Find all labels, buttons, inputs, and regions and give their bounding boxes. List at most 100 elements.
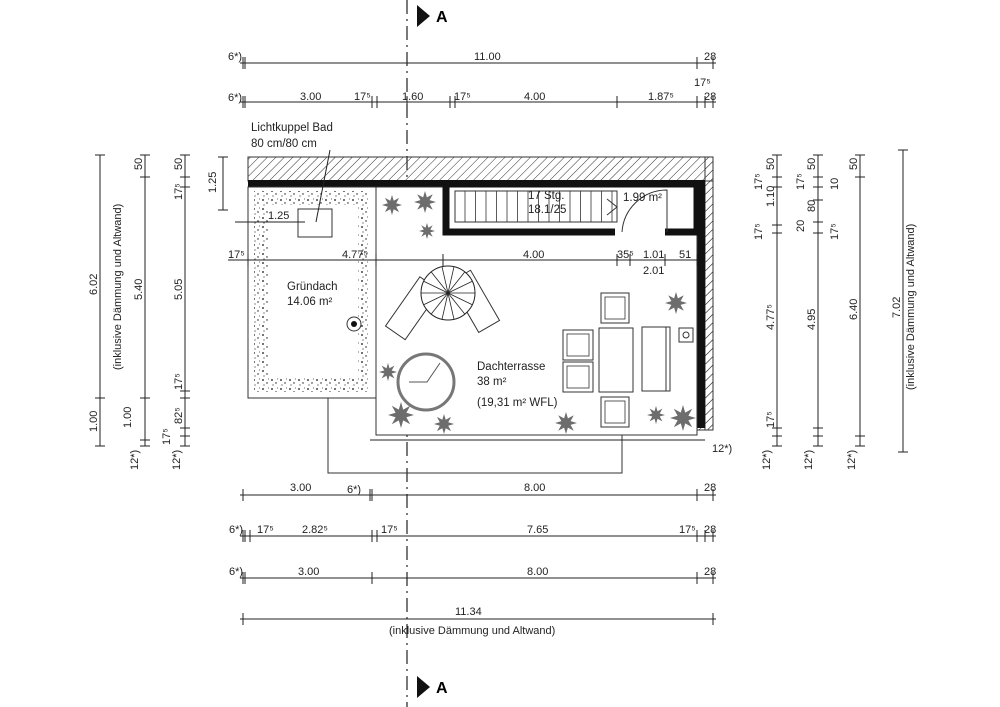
section-marker-top: A: [417, 5, 448, 27]
svg-text:17⁵: 17⁵: [829, 223, 841, 240]
svg-text:10: 10: [829, 178, 841, 190]
dining-table: [598, 327, 634, 393]
skylight: [297, 208, 333, 238]
stairs-ratio: 18.1/25: [528, 204, 566, 216]
svg-text:1.60: 1.60: [402, 91, 423, 103]
terrace-wfl: (19,31 m² WFL): [477, 397, 558, 409]
chair: [600, 396, 630, 428]
wall-hatch-top: [247, 156, 714, 182]
svg-text:3.00: 3.00: [300, 91, 321, 103]
left-dimensions: 6.02 (inklusive Dämmung und Altwand) 1.0…: [88, 155, 186, 470]
wall-black-right: [697, 180, 705, 428]
svg-text:12*): 12*): [761, 450, 773, 470]
svg-text:3.00: 3.00: [298, 566, 319, 578]
svg-text:1.00: 1.00: [122, 407, 134, 428]
bottom-dimensions: 3.00 6*) 8.00 28 6*) 17⁵ 2.82⁵ 17⁵ 7.65 …: [229, 443, 732, 637]
section-arrow-icon: [417, 5, 430, 27]
svg-text:12*): 12*): [803, 450, 815, 470]
svg-text:2.01: 2.01: [643, 265, 664, 277]
chair: [562, 329, 594, 361]
stair-area: 1.99 m²: [623, 192, 662, 204]
svg-text:17⁵: 17⁵: [795, 173, 807, 190]
svg-text:(inklusive Dämmung und Altwand: (inklusive Dämmung und Altwand): [389, 625, 555, 637]
plant-icon: [555, 412, 577, 434]
svg-text:12*): 12*): [129, 450, 141, 470]
svg-text:6*): 6*): [229, 524, 243, 536]
svg-text:50: 50: [806, 158, 818, 170]
round-table: [396, 352, 456, 412]
terrace-label: Dachterrasse: [477, 361, 545, 373]
svg-text:17⁵: 17⁵: [381, 524, 398, 536]
svg-text:6*): 6*): [228, 51, 242, 63]
svg-text:28: 28: [704, 566, 716, 578]
svg-text:20: 20: [795, 220, 807, 232]
svg-text:50: 50: [848, 158, 860, 170]
chair: [562, 361, 594, 393]
plant-icon: [382, 195, 402, 215]
svg-text:12*): 12*): [846, 450, 858, 470]
svg-text:50: 50: [765, 158, 777, 170]
svg-text:28: 28: [704, 51, 716, 63]
section-arrow-icon: [417, 676, 430, 698]
svg-text:1.87⁵: 1.87⁵: [648, 91, 674, 103]
svg-text:17⁵: 17⁵: [354, 91, 371, 103]
svg-text:4.95: 4.95: [806, 309, 818, 330]
svg-text:17⁵: 17⁵: [679, 524, 696, 536]
plant-icon: [647, 406, 665, 424]
svg-text:6.02: 6.02: [88, 274, 100, 295]
skylight-size: 80 cm/80 cm: [251, 138, 317, 150]
svg-text:1.10: 1.10: [765, 186, 777, 207]
svg-text:3.00: 3.00: [290, 482, 311, 494]
stair-enclosure: [442, 180, 701, 236]
svg-text:82⁵: 82⁵: [173, 407, 185, 424]
green-roof-area: 14.06 m²: [287, 296, 333, 308]
plant-icon: [388, 402, 414, 428]
svg-text:4.77⁵: 4.77⁵: [342, 249, 368, 261]
svg-text:17⁵: 17⁵: [454, 91, 471, 103]
svg-text:8.00: 8.00: [524, 482, 545, 494]
svg-text:(inklusive Dämmung und Altwand: (inklusive Dämmung und Altwand): [112, 204, 124, 370]
svg-text:17⁵: 17⁵: [753, 223, 765, 240]
section-marker-bottom: A: [417, 676, 448, 698]
svg-text:6.40: 6.40: [848, 299, 860, 320]
svg-text:4.00: 4.00: [523, 249, 544, 261]
svg-text:1.01: 1.01: [643, 249, 664, 261]
svg-text:1.25: 1.25: [268, 210, 289, 222]
svg-text:12*): 12*): [712, 443, 732, 455]
svg-text:4.00: 4.00: [524, 91, 545, 103]
svg-text:5.40: 5.40: [133, 279, 145, 300]
svg-text:17⁵: 17⁵: [173, 373, 185, 390]
svg-text:4.77⁵: 4.77⁵: [765, 304, 777, 330]
svg-text:50: 50: [173, 158, 185, 170]
plant-icon: [665, 292, 687, 314]
chair: [600, 292, 630, 324]
svg-text:17⁵: 17⁵: [753, 173, 765, 190]
section-label: A: [436, 9, 448, 26]
stair-direction-arrow-icon: [606, 198, 618, 216]
svg-text:17⁵: 17⁵: [257, 524, 274, 536]
svg-text:17⁵: 17⁵: [173, 183, 185, 200]
svg-text:8.00: 8.00: [527, 566, 548, 578]
roof-drain-icon: [346, 316, 362, 332]
svg-text:17⁵: 17⁵: [228, 249, 245, 261]
terrace-area: 38 m²: [477, 376, 507, 388]
outlet: [678, 327, 694, 343]
top-dimensions: 6*) 11.00 28 6*) 3.00 17⁵ 1.60 17⁵ 4.00 …: [228, 51, 716, 104]
green-roof-label: Gründach: [287, 281, 338, 293]
svg-text:17⁵: 17⁵: [765, 411, 777, 428]
svg-text:11.00: 11.00: [474, 51, 501, 63]
svg-text:17⁵: 17⁵: [694, 77, 711, 89]
svg-text:1.25: 1.25: [207, 172, 219, 193]
svg-text:28: 28: [704, 524, 716, 536]
section-label: A: [436, 680, 448, 697]
svg-text:6*): 6*): [229, 566, 243, 578]
building: [247, 149, 714, 474]
plant-icon: [670, 405, 696, 431]
spiral-stair: [420, 265, 476, 321]
plant-icon: [379, 363, 397, 381]
skylight-label: Lichtkuppel Bad: [251, 122, 333, 134]
door-swing: [621, 189, 668, 233]
plant-icon: [434, 414, 454, 434]
svg-text:(inklusive Dämmung und Altwand: (inklusive Dämmung und Altwand): [905, 224, 917, 390]
